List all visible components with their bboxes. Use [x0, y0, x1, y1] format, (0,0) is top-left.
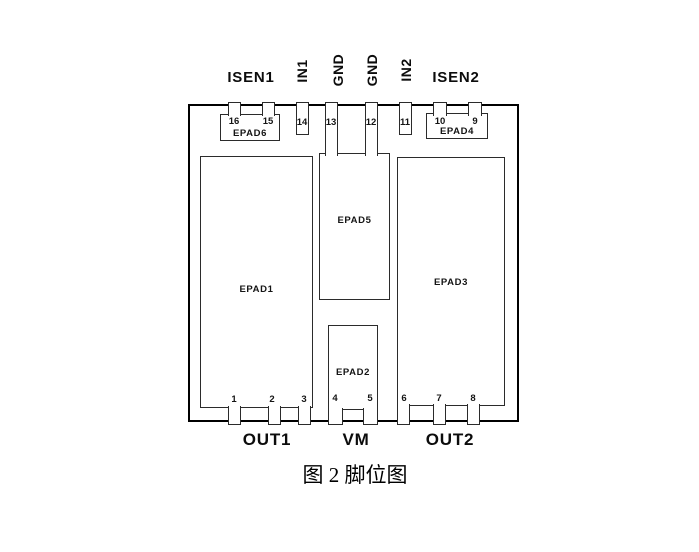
- pin-3-number: 3: [301, 394, 307, 405]
- epad1-pad: [200, 156, 313, 408]
- pin-1-tab: [228, 406, 241, 425]
- pin-3-tab: [298, 406, 311, 425]
- figure-caption: 图 2 脚位图: [302, 463, 408, 487]
- label-in1: IN1: [294, 59, 310, 83]
- pin-5-tab: [363, 408, 378, 425]
- pin-11-number: 11: [399, 117, 411, 128]
- pin-2-number: 2: [269, 394, 275, 405]
- pin-8-tab: [467, 404, 480, 425]
- pin-4-tab: [328, 408, 343, 425]
- label-out2: OUT2: [425, 430, 475, 449]
- epad3-pad: [397, 157, 505, 406]
- epad4-pad: [426, 113, 488, 139]
- pin-14-number: 14: [296, 117, 308, 128]
- pin-13-number: 13: [325, 117, 337, 128]
- epad5-label: EPAD5: [337, 215, 372, 226]
- pin-15-tab: [262, 102, 275, 116]
- pin-15-number: 15: [262, 116, 274, 127]
- pin-5-number: 5: [367, 393, 373, 404]
- pin-7-number: 7: [436, 393, 442, 404]
- pin-4-number: 4: [332, 393, 338, 404]
- pin-10-tab: [433, 102, 447, 116]
- label-isen1: ISEN1: [227, 69, 275, 86]
- pin-2-tab: [268, 406, 281, 425]
- label-vm: VM: [342, 430, 370, 449]
- pin-9-tab: [468, 102, 482, 116]
- epad2-label: EPAD2: [336, 367, 370, 378]
- pin-6-tab: [397, 404, 410, 425]
- epad6-pad: [220, 114, 280, 141]
- epad4-label: EPAD4: [440, 126, 474, 137]
- pin-13-strip: [325, 102, 338, 156]
- pin-16-number: 16: [228, 116, 240, 127]
- label-in2: IN2: [398, 58, 414, 82]
- pin-14-box: [296, 102, 309, 135]
- label-isen2: ISEN2: [432, 69, 480, 86]
- epad5-pad: [319, 153, 390, 300]
- pin-1-number: 1: [231, 394, 237, 405]
- pin-8-number: 8: [470, 393, 476, 404]
- label-out1: OUT1: [242, 430, 292, 449]
- pin-16-tab: [228, 102, 241, 116]
- label-gnd-13: GND: [330, 53, 346, 87]
- pin-9-number: 9: [472, 116, 478, 127]
- pin-6-number: 6: [401, 393, 407, 404]
- pin-11-box: [399, 102, 412, 135]
- epad1-label: EPAD1: [239, 284, 274, 295]
- epad6-label: EPAD6: [233, 128, 267, 139]
- pin-12-number: 12: [365, 117, 377, 128]
- epad2-pad: [328, 325, 378, 410]
- pin-10-number: 10: [434, 116, 446, 127]
- label-gnd-12: GND: [364, 53, 380, 87]
- pin-7-tab: [433, 404, 446, 425]
- pin-12-strip: [365, 102, 378, 156]
- epad3-label: EPAD3: [434, 277, 468, 288]
